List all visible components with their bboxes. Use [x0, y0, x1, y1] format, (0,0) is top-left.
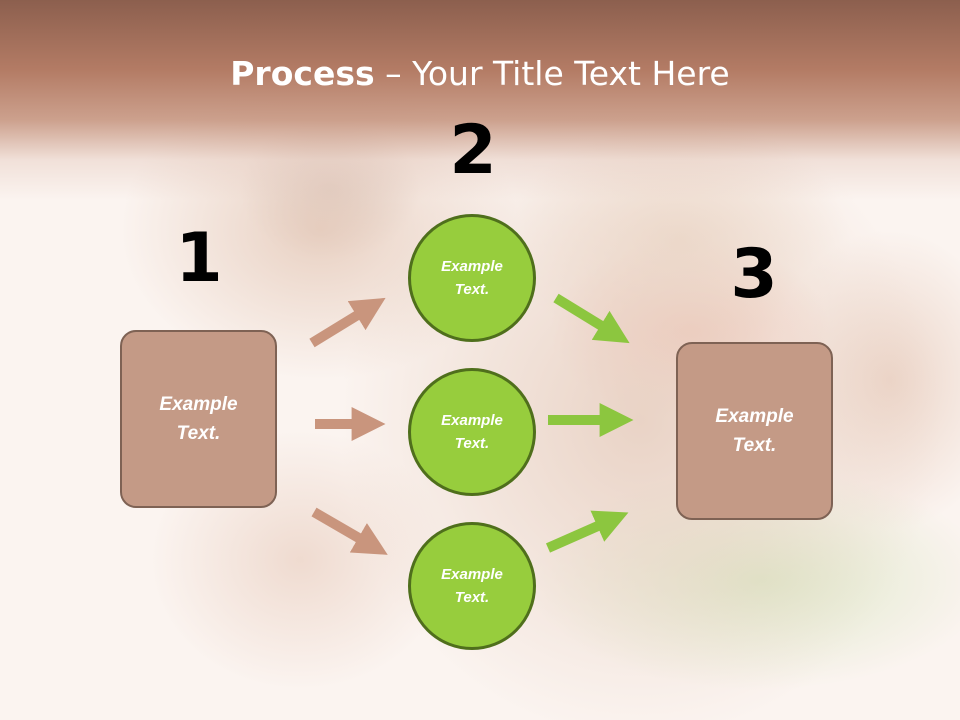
circle-top-text: Example Text.: [441, 258, 503, 298]
circle-bottom-text: Example Text.: [441, 566, 503, 606]
step-number-2: 2: [449, 111, 497, 190]
title-rest: – Your Title Text Here: [374, 54, 730, 93]
arrow-box-to-circle-bottom: [311, 507, 388, 555]
arrow-circle-bottom-to-box: [545, 510, 629, 553]
step-number-1: 1: [175, 219, 223, 298]
step-number-3: 3: [730, 235, 778, 314]
step-1-box-text: Example Text.: [159, 394, 238, 444]
step-2-circle-middle[interactable]: Example Text.: [408, 368, 536, 496]
circle-middle-text: Example Text.: [441, 412, 503, 452]
arrow-box-to-circle-top: [309, 297, 386, 348]
title-bold: Process: [230, 54, 375, 93]
step-3-box-text: Example Text.: [715, 406, 794, 456]
step-2-circle-top[interactable]: Example Text.: [408, 214, 536, 342]
arrow-circle-top-to-box: [553, 293, 630, 344]
title-band: [0, 0, 960, 200]
slide-title: Process – Your Title Text Here: [0, 54, 960, 94]
step-2-circle-bottom[interactable]: Example Text.: [408, 522, 536, 650]
step-1-box[interactable]: Example Text.: [120, 330, 277, 508]
step-3-box[interactable]: Example Text.: [676, 342, 833, 520]
